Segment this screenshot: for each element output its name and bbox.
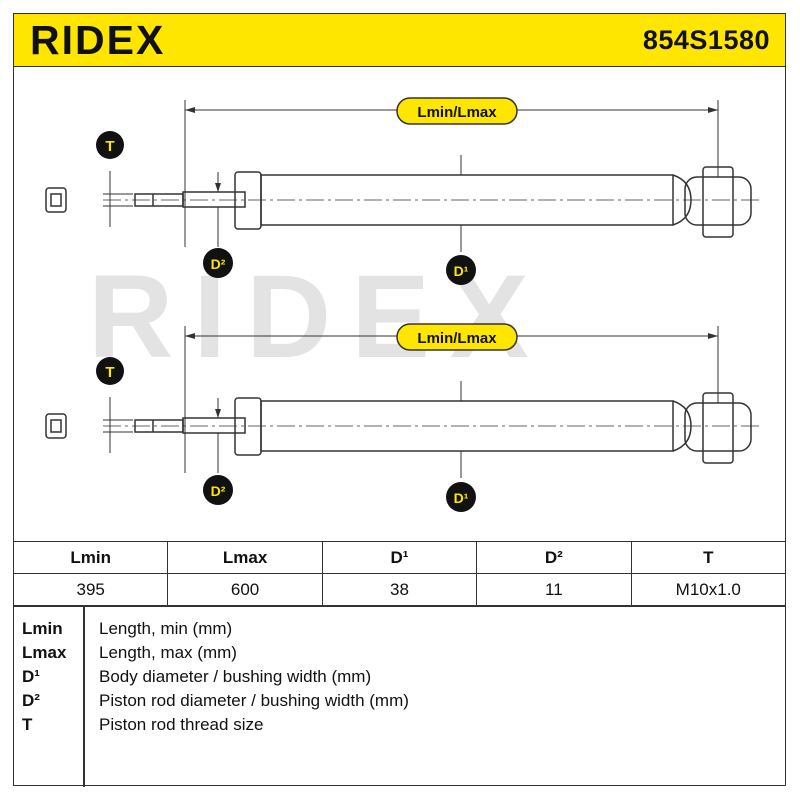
shock-bottom: [45, 326, 763, 478]
spec-table: Lmin Lmax D¹ D² T 395 600 38 11 M10x1.0: [12, 541, 787, 606]
shock-absorber-drawing: RIDEX: [45, 97, 763, 512]
spec-header-d1: D¹: [321, 541, 478, 574]
spec-header-d2: D²: [476, 541, 632, 574]
body-diameter-label-bottom: D¹: [446, 482, 476, 512]
spec-header-t: T: [630, 541, 787, 574]
spec-value-lmax: 600: [167, 573, 323, 606]
spec-header-lmax: Lmax: [167, 541, 323, 574]
legend-desc: Piston rod thread size: [99, 715, 264, 734]
legend-desc: Piston rod diameter / bushing width (mm): [99, 691, 409, 710]
svg-text:Lmin/Lmax: Lmin/Lmax: [417, 104, 497, 121]
thread-label-top: T: [96, 131, 124, 159]
length-label-top: Lmin/Lmax: [396, 97, 518, 125]
shock-top: [45, 100, 763, 252]
legend: Lmin Length, min (mm) Lmax Length, max (…: [13, 606, 786, 787]
legend-desc: Length, min (mm): [99, 619, 233, 638]
thread-label-bottom: T: [96, 357, 124, 385]
rod-diameter-label-bottom: D²: [203, 475, 233, 505]
spec-value-row: 395 600 38 11 M10x1.0: [12, 573, 787, 606]
legend-key: D¹: [22, 667, 40, 686]
svg-text:T: T: [105, 364, 114, 381]
spec-header-lmin: Lmin: [12, 541, 169, 574]
svg-text:D²: D²: [211, 483, 226, 499]
spec-value-d1: 38: [321, 573, 478, 606]
spec-value-t: M10x1.0: [630, 573, 787, 606]
svg-text:D¹: D¹: [454, 490, 469, 506]
body-diameter-label-top: D¹: [446, 255, 476, 285]
watermark-text: RIDEX: [88, 251, 549, 383]
svg-text:D¹: D¹: [454, 263, 469, 279]
brand-text: RIDEX: [30, 20, 165, 60]
legend-desc: Body diameter / bushing width (mm): [99, 667, 372, 686]
svg-text:D²: D²: [211, 256, 226, 272]
spec-value-lmin: 395: [12, 573, 169, 606]
svg-text:T: T: [105, 138, 114, 155]
spec-header-row: Lmin Lmax D¹ D² T: [12, 541, 787, 574]
length-label-bottom: Lmin/Lmax: [396, 323, 518, 351]
legend-key: T: [22, 715, 33, 734]
legend-key: Lmax: [22, 643, 67, 662]
legend-key: Lmin: [22, 619, 63, 638]
part-number: 854S1580: [642, 25, 770, 55]
legend-divider: [83, 607, 85, 787]
spec-value-d2: 11: [476, 573, 632, 606]
legend-key: D²: [22, 691, 40, 710]
ridex-logo: RIDEX: [30, 20, 165, 60]
rod-diameter-label-top: D²: [203, 248, 233, 278]
header-bar: [13, 13, 786, 67]
svg-text:Lmin/Lmax: Lmin/Lmax: [417, 330, 497, 347]
legend-desc: Length, max (mm): [99, 643, 237, 662]
